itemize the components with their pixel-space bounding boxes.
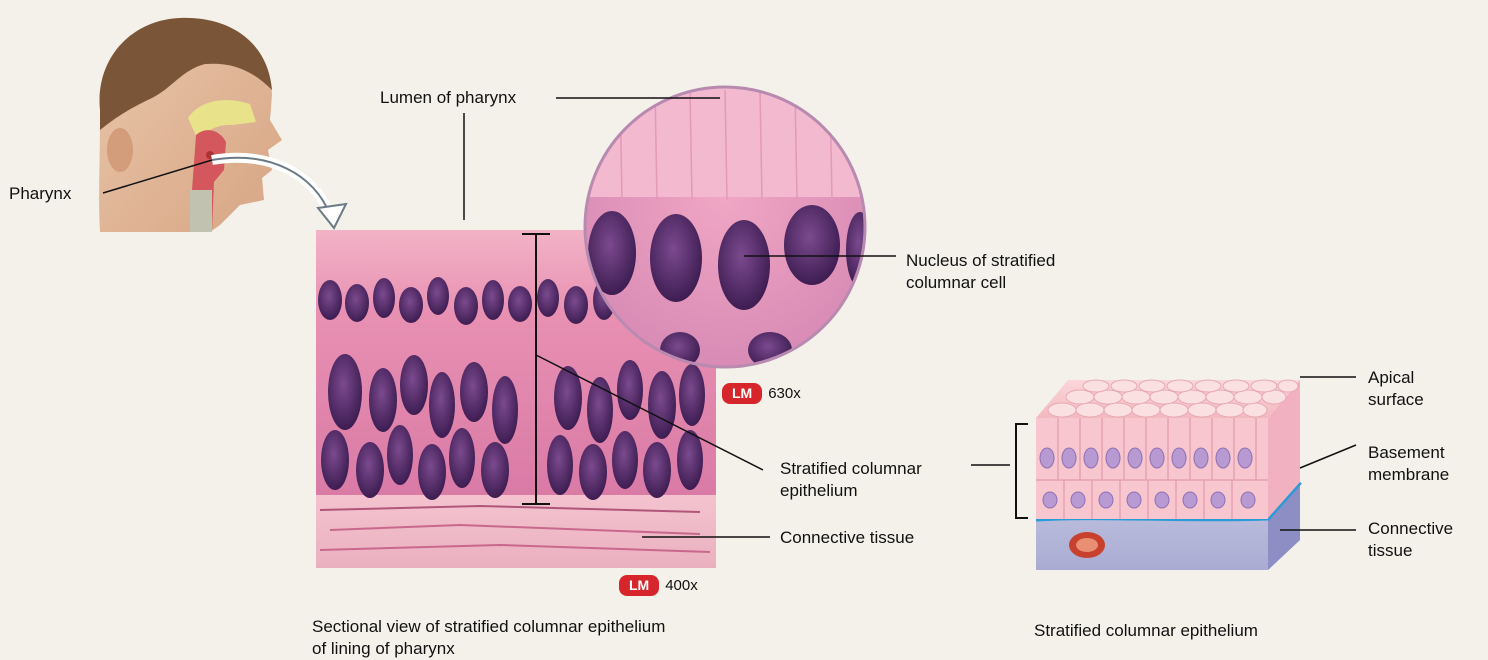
magnification-badge-main: LM 400x xyxy=(619,575,698,596)
label-connective-tissue: Connective tissue xyxy=(780,527,914,549)
label-basement-line1: Basement xyxy=(1368,442,1449,464)
label-nucleus: Nucleus of stratified columnar cell xyxy=(906,250,1055,294)
stratified-block-illustration xyxy=(1036,380,1300,570)
label-nucleus-line1: Nucleus of stratified xyxy=(906,250,1055,272)
label-stratified-line2: epithelium xyxy=(780,480,922,502)
block-bracket xyxy=(1016,424,1028,518)
lm-pill: LM xyxy=(722,383,762,404)
magnification-badge-inset: LM 630x xyxy=(722,383,801,404)
label-connective-line2: tissue xyxy=(1368,540,1453,562)
label-apical-line1: Apical xyxy=(1368,367,1424,389)
caption-left-line1: Sectional view of stratified columnar ep… xyxy=(312,616,665,638)
label-connective-block: Connective tissue xyxy=(1368,518,1453,562)
label-basement-membrane: Basement membrane xyxy=(1368,442,1449,486)
label-lumen: Lumen of pharynx xyxy=(380,87,516,109)
head-illustration xyxy=(99,18,282,232)
caption-left-line2: of lining of pharynx xyxy=(312,638,665,660)
lm-pill: LM xyxy=(619,575,659,596)
label-basement-line2: membrane xyxy=(1368,464,1449,486)
label-apical-line2: surface xyxy=(1368,389,1424,411)
magnified-inset xyxy=(585,87,874,368)
label-stratified-line1: Stratified columnar xyxy=(780,458,922,480)
caption-left: Sectional view of stratified columnar ep… xyxy=(312,616,665,660)
label-connective-line1: Connective xyxy=(1368,518,1453,540)
label-apical-surface: Apical surface xyxy=(1368,367,1424,411)
magnification-value: 630x xyxy=(768,385,801,402)
label-pharynx: Pharynx xyxy=(9,183,71,205)
label-nucleus-line2: columnar cell xyxy=(906,272,1055,294)
caption-right: Stratified columnar epithelium xyxy=(1034,620,1258,642)
label-stratified: Stratified columnar epithelium xyxy=(780,458,922,502)
magnification-value: 400x xyxy=(665,577,698,594)
